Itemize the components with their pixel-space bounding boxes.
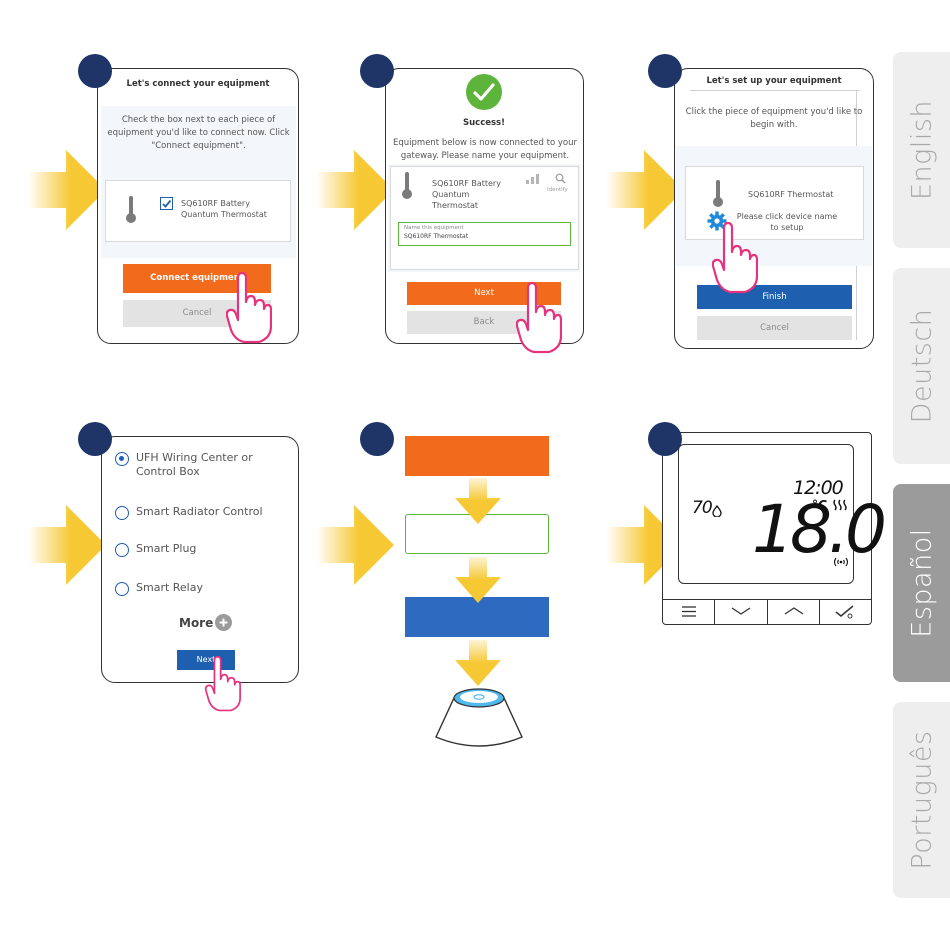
step3-title: Let's set up your equipment bbox=[706, 76, 842, 86]
step-badge-6 bbox=[648, 422, 682, 456]
arrow-down-icon bbox=[455, 557, 501, 603]
signal-strength-icon bbox=[526, 174, 539, 184]
step1-title: Let's connect your equipment bbox=[126, 79, 270, 89]
arrow-right-icon bbox=[28, 150, 106, 230]
chevron-up-icon[interactable] bbox=[784, 606, 804, 616]
step2-device-name: SQ610RF Battery Quantum Thermostat bbox=[432, 179, 501, 210]
pointing-hand-icon bbox=[204, 656, 241, 712]
radio-unselected[interactable] bbox=[115, 543, 129, 557]
chevron-down-icon[interactable] bbox=[731, 606, 751, 616]
step2-title: Success! bbox=[462, 118, 505, 128]
step1-device-card bbox=[105, 180, 291, 242]
equipment-name-label: Name this equipment bbox=[404, 225, 464, 231]
pointing-hand-icon bbox=[226, 272, 272, 344]
thermometer-icon bbox=[713, 180, 723, 207]
radio-unselected[interactable] bbox=[115, 582, 129, 596]
radio-unselected[interactable] bbox=[115, 506, 129, 520]
option-ufh-wiring-center[interactable]: UFH Wiring Center or Control Box bbox=[115, 451, 295, 479]
step3-title-divider bbox=[690, 90, 860, 91]
checkmark-icon bbox=[162, 199, 172, 208]
identify-search-icon[interactable] bbox=[555, 173, 566, 184]
identify-label: Identify bbox=[547, 187, 568, 193]
language-tab-deutsch[interactable]: Deutsch bbox=[893, 268, 950, 464]
thermometer-icon bbox=[126, 196, 136, 223]
thermostat-time: 12:00 bbox=[793, 477, 844, 499]
radio-selected[interactable] bbox=[115, 452, 129, 466]
step-badge-5 bbox=[360, 422, 394, 456]
arrow-right-icon bbox=[606, 505, 684, 585]
thermostat-unit: °C bbox=[812, 498, 827, 512]
language-label: Português bbox=[906, 730, 937, 870]
arrow-right-icon bbox=[606, 150, 684, 230]
thermostat-screen bbox=[678, 444, 854, 584]
step3-device-name: SQ610RF Thermostat bbox=[748, 190, 834, 199]
step2-next-button[interactable]: Next bbox=[407, 282, 561, 305]
language-label: Deutsch bbox=[906, 308, 937, 424]
option-smart-radiator-control[interactable]: Smart Radiator Control bbox=[115, 505, 263, 520]
thermostat-humidity: 70 bbox=[692, 498, 713, 518]
step-badge-1 bbox=[78, 54, 112, 88]
arrow-right-icon bbox=[316, 505, 394, 585]
option-label: Smart Radiator Control bbox=[136, 505, 263, 518]
step3-setup-hint: Please click device name to setup bbox=[736, 212, 838, 232]
arrow-down-icon bbox=[455, 640, 501, 686]
thermostat-temperature: 18.0 bbox=[752, 491, 887, 568]
humidity-drop-icon bbox=[712, 505, 722, 517]
step-badge-4 bbox=[78, 422, 112, 456]
equipment-name-value: SQ610RF Thermostat bbox=[404, 233, 469, 240]
option-label: Smart Relay bbox=[136, 581, 203, 594]
thermometer-icon bbox=[402, 172, 412, 199]
option-label: UFH Wiring Center or Control Box bbox=[136, 451, 253, 478]
arrow-down-icon bbox=[455, 478, 501, 524]
language-tab-portugues[interactable]: Português bbox=[893, 702, 950, 898]
thermostat-divider bbox=[767, 599, 768, 625]
thermostat-divider bbox=[714, 599, 715, 625]
wireless-signal-icon bbox=[833, 557, 849, 567]
heating-icon bbox=[833, 499, 847, 511]
step1-instruction: Check the box next to each piece of equi… bbox=[107, 115, 290, 151]
step2-device-card bbox=[390, 166, 579, 270]
pointing-hand-icon bbox=[712, 222, 758, 294]
arrow-right-icon bbox=[28, 505, 106, 585]
arrow-right-icon bbox=[316, 150, 394, 230]
step2-message: Equipment below is now connected to your… bbox=[393, 138, 577, 161]
gateway-device-icon bbox=[435, 688, 523, 747]
confirm-check-icon[interactable] bbox=[835, 604, 855, 619]
equipment-name-input[interactable]: Name this equipment SQ610RF Thermostat bbox=[398, 222, 571, 246]
step-badge-3 bbox=[648, 54, 682, 88]
plus-circle-icon bbox=[215, 614, 233, 631]
pointing-hand-icon bbox=[516, 282, 562, 354]
language-tab-english[interactable]: English bbox=[893, 52, 950, 248]
language-label: Español bbox=[906, 528, 937, 638]
more-options-link[interactable]: More bbox=[179, 614, 233, 631]
option-smart-relay[interactable]: Smart Relay bbox=[115, 581, 203, 596]
step3-instruction: Click the piece of equipment you'd like … bbox=[685, 107, 863, 130]
language-tab-espanol[interactable]: Español bbox=[893, 484, 950, 682]
option-smart-plug[interactable]: Smart Plug bbox=[115, 542, 196, 557]
success-check-icon bbox=[466, 74, 502, 110]
more-label: More bbox=[179, 615, 214, 630]
flow-box-orange bbox=[405, 436, 549, 476]
menu-icon[interactable] bbox=[681, 605, 697, 618]
step1-device-checkbox[interactable] bbox=[160, 197, 173, 210]
step-badge-2 bbox=[360, 54, 394, 88]
gear-icon bbox=[707, 211, 727, 231]
step1-device-name: SQ610RF Battery Quantum Thermostat bbox=[181, 199, 267, 219]
flow-box-blue bbox=[405, 597, 549, 637]
option-label: Smart Plug bbox=[136, 542, 197, 555]
step3-cancel-button[interactable]: Cancel bbox=[697, 316, 852, 340]
step4-screen bbox=[101, 436, 299, 683]
language-label: English bbox=[906, 99, 937, 201]
thermostat-divider bbox=[819, 599, 820, 625]
